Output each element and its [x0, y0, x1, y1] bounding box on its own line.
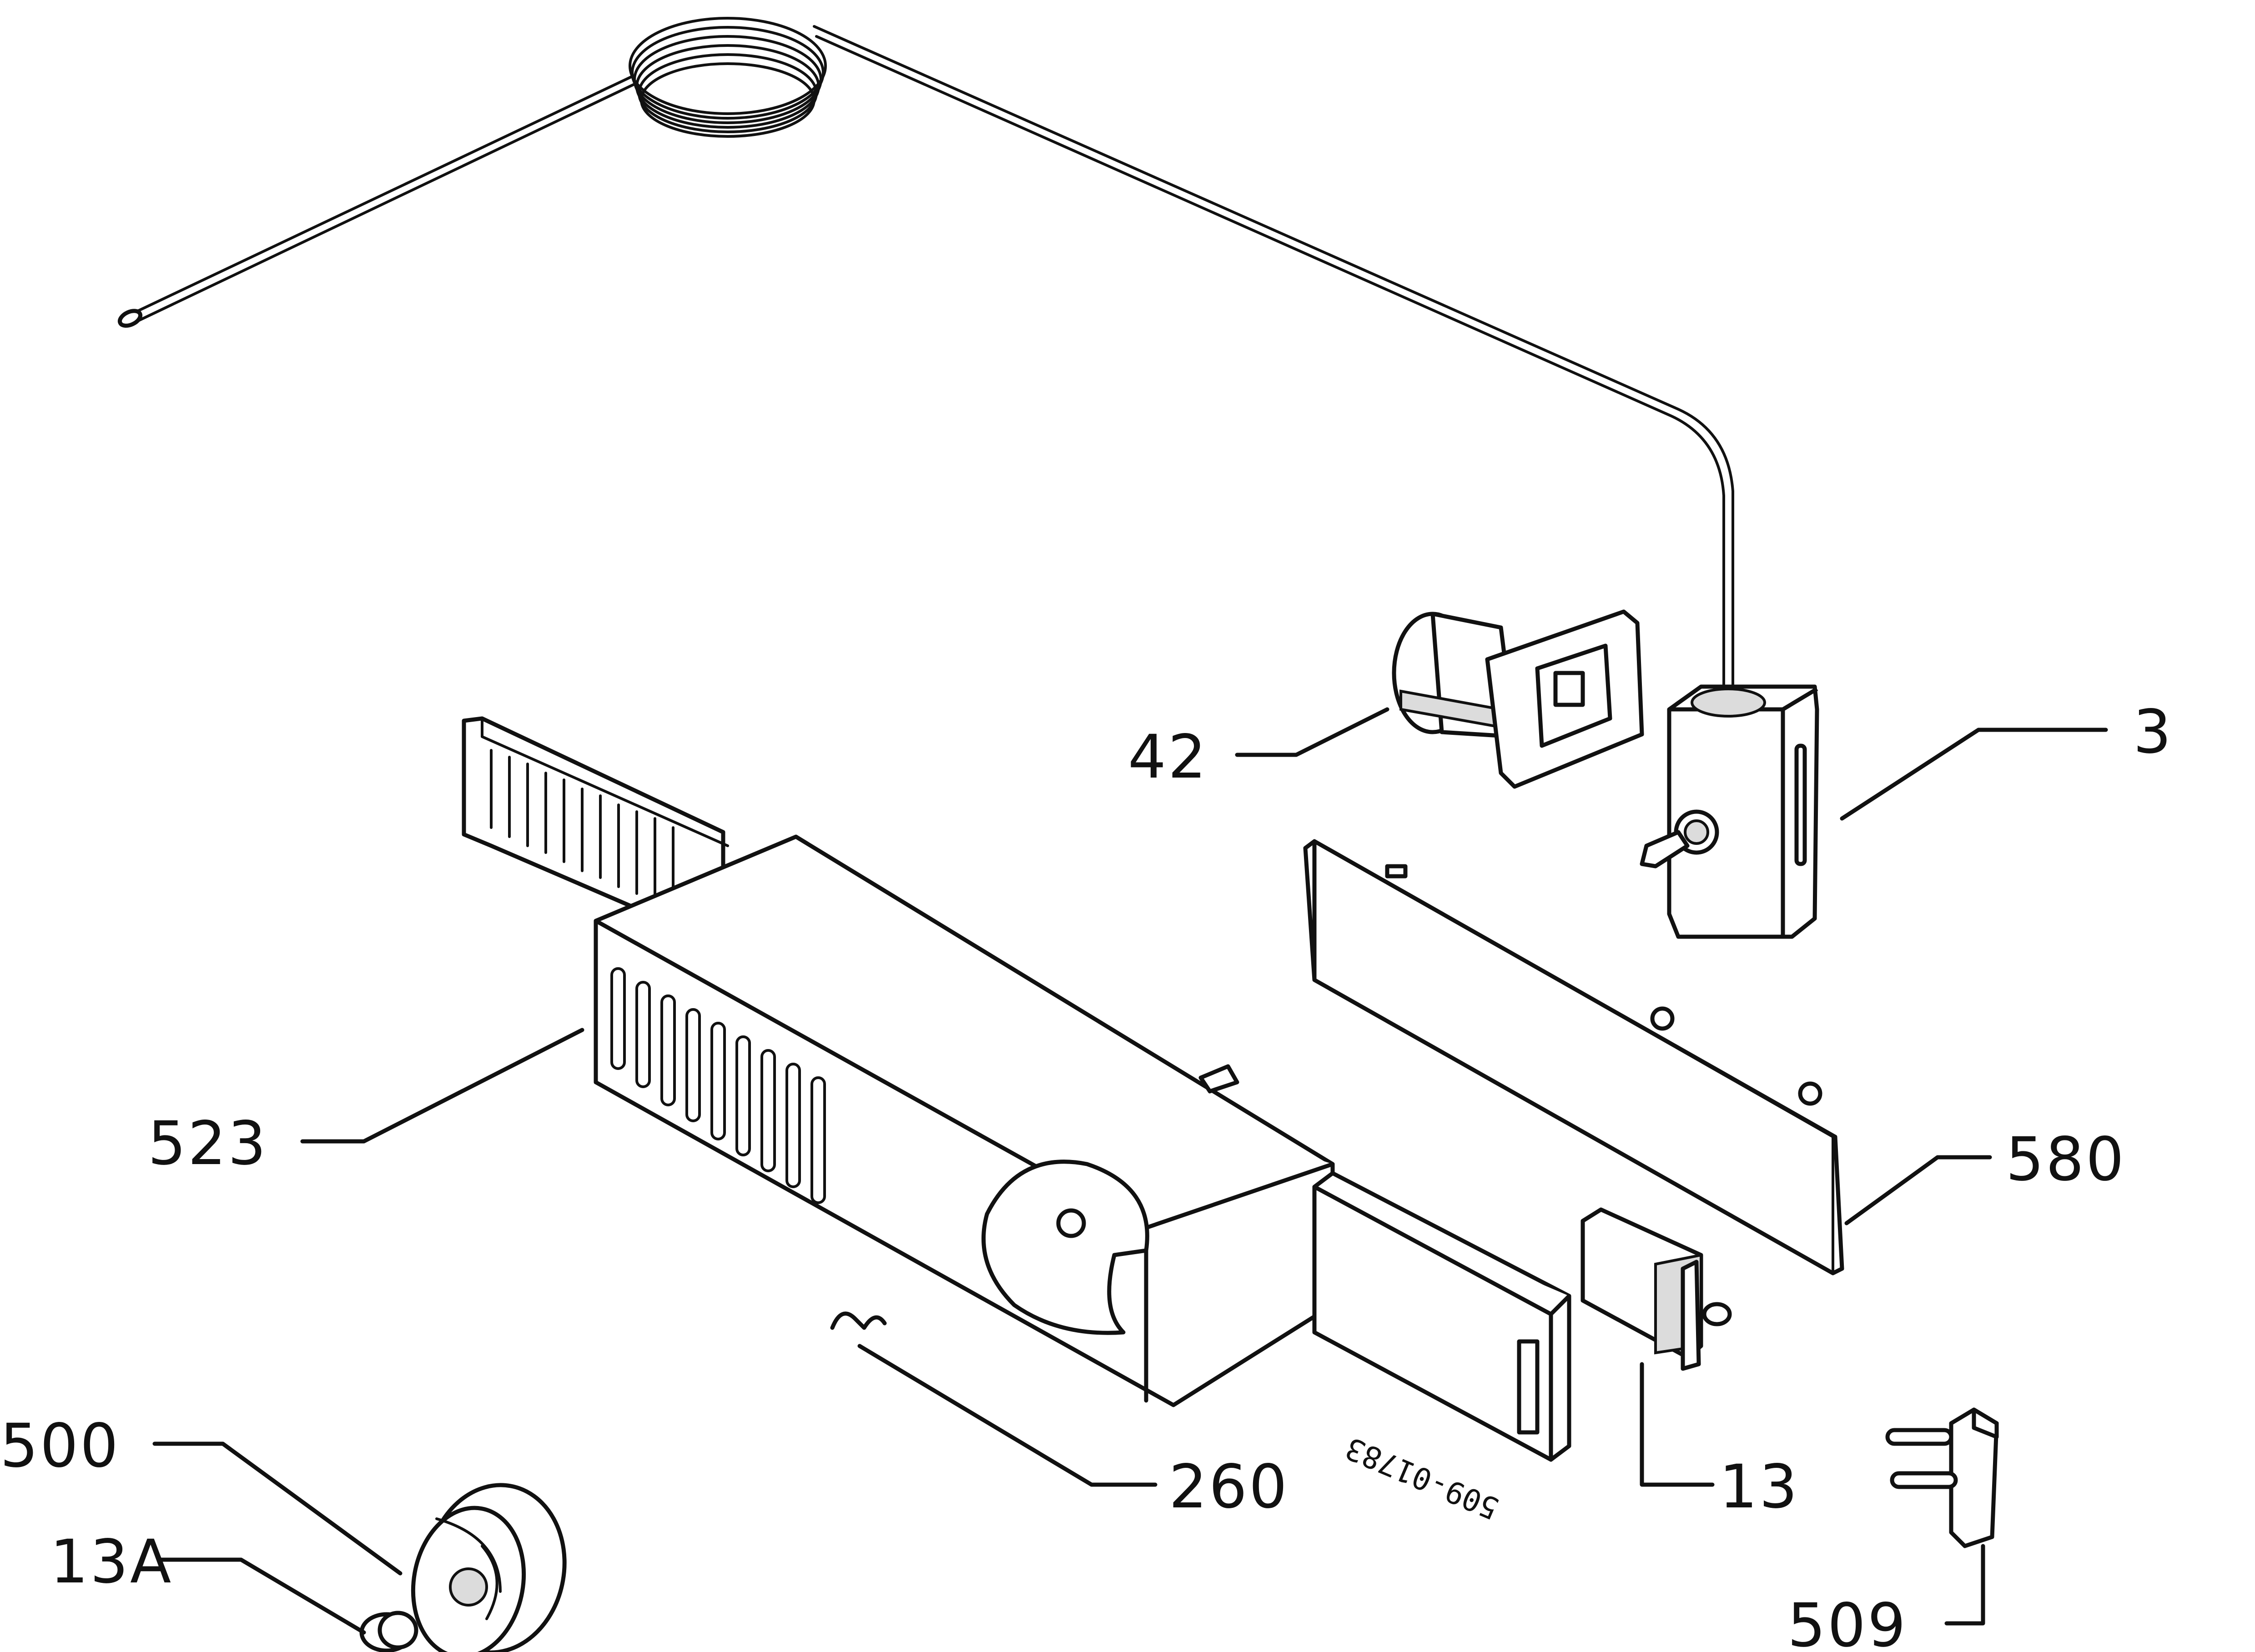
callout-3: 3 — [2133, 697, 2173, 767]
cap-part-13A — [359, 1611, 418, 1652]
callout-580: 580 — [2006, 1125, 2126, 1195]
callout-500: 500 — [0, 1411, 120, 1481]
clip-part-260 — [830, 1311, 887, 1330]
part-code-text: 509-01783 — [1340, 1431, 1504, 1526]
switch-part-13 — [1581, 1207, 1732, 1371]
leader-lines — [152, 707, 2108, 1635]
lamp-holder-part-42 — [1392, 609, 1644, 789]
callout-509: 509 — [1787, 1591, 1908, 1652]
thermostat-part-3 — [1640, 684, 1819, 939]
callout-labels: 3 42 523 580 500 13A 260 13 509 — [0, 697, 2173, 1652]
main-housing-part-523 — [594, 834, 1335, 1407]
callout-42: 42 — [1128, 722, 1208, 792]
door-switch-part-509 — [1885, 1407, 1999, 1548]
circuit-board-part-580 — [1303, 839, 1844, 1275]
callout-13A: 13A — [50, 1527, 173, 1597]
capillary-tube — [117, 17, 1734, 693]
callout-13: 13 — [1719, 1452, 1799, 1522]
callout-523: 523 — [148, 1109, 268, 1179]
callout-260: 260 — [1169, 1452, 1289, 1522]
relay-box — [1312, 1171, 1571, 1462]
knob-part-500 — [411, 1483, 567, 1652]
